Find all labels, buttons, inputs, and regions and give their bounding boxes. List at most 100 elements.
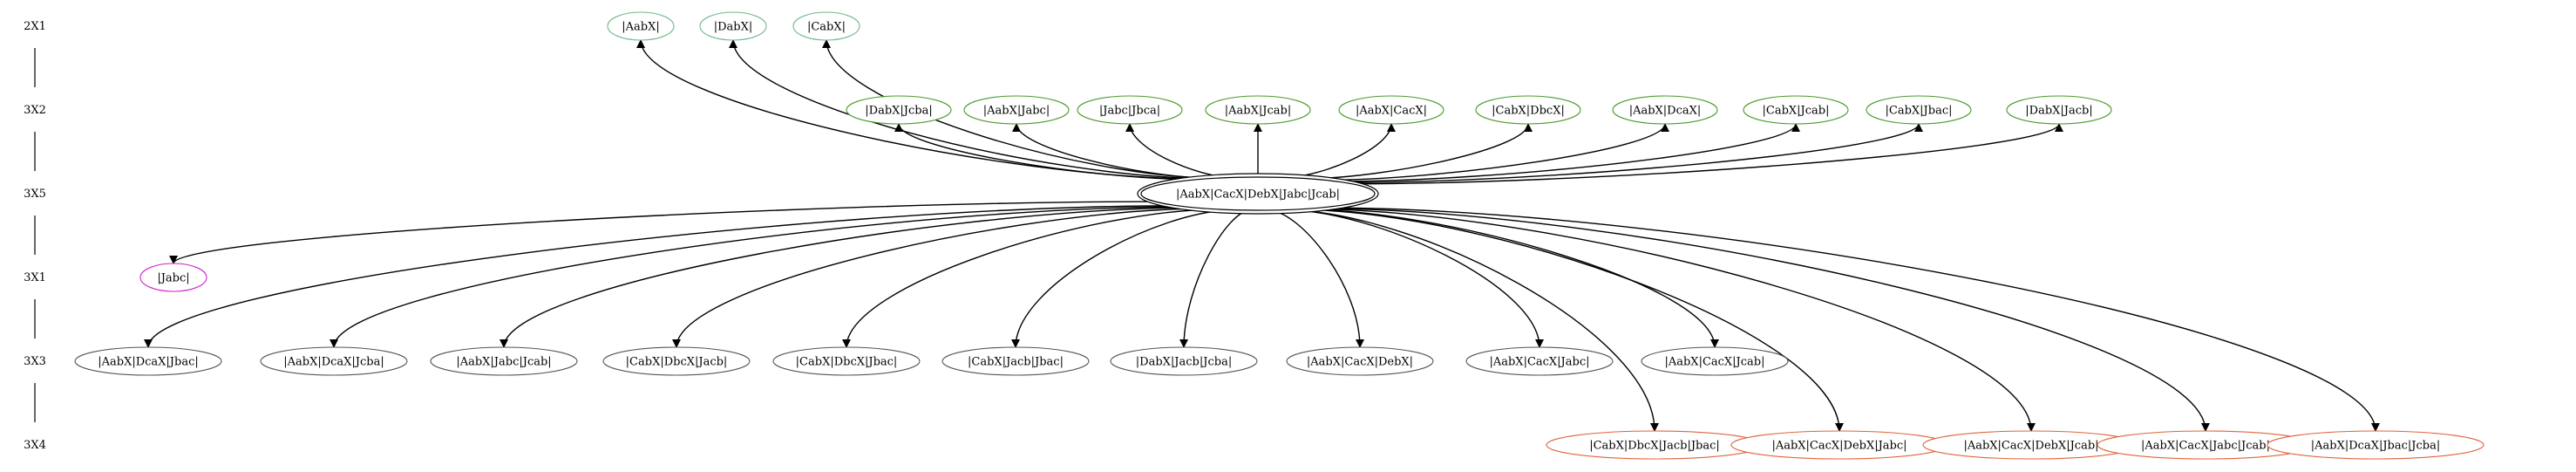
node-label: |DabX|Jcba| <box>865 105 932 118</box>
edge-arrow <box>500 207 1195 348</box>
edge-arrow <box>144 205 1179 348</box>
node-ellipse <box>792 11 860 41</box>
node-label: |DabX|Jacb|Jcba| <box>1136 356 1232 369</box>
node-label: |AabX|Jabc| <box>983 105 1050 118</box>
node-label: |CabX|Jacb|Jbac| <box>968 356 1064 369</box>
center-label: |AabX|CacX|DebX|Jabc|Jcab| <box>1176 188 1340 202</box>
level-label: 3X4 <box>24 439 46 452</box>
node-label: |AabX|DcaX|Jbac| <box>98 356 199 369</box>
node-label: |CabX| <box>807 21 846 34</box>
node-3X4-1: |AabX|CacX|DebX|Jabc| <box>1730 430 1948 460</box>
node-3X4-3: |AabX|CacX|Jabc|Jcab| <box>2097 430 2314 460</box>
node-3X2-1: |AabX|Jabc| <box>963 95 1070 125</box>
level-label: 3X5 <box>24 188 46 201</box>
level-label: 3X3 <box>24 355 46 368</box>
node-3X2-8: |CabX|Jbac| <box>1866 95 1972 125</box>
node-3X2-0: |DabX|Jcba| <box>846 95 952 125</box>
node-3X1-0: |Jabc| <box>139 263 207 292</box>
node-label: |AabX|CacX|Jabc| <box>1489 356 1589 369</box>
node-label: |AabX|Jabc|Jcab| <box>456 356 551 369</box>
edge-arrow <box>1351 123 2063 185</box>
node-3X2-7: |CabX|Jcab| <box>1743 95 1849 125</box>
node-3X3-7: |AabX|CacX|DebX| <box>1286 346 1434 376</box>
node-label: |AabX|DcaX|Jbac|Jcba| <box>2311 440 2440 453</box>
edge-arrow <box>1285 209 1544 348</box>
edge-arrow <box>894 123 1198 181</box>
node-ellipse <box>846 95 952 125</box>
node-ellipse <box>2006 95 2112 125</box>
node-2X1-0: |AabX| <box>607 11 675 41</box>
node-ellipse <box>1338 95 1444 125</box>
node-3X2-6: |AabX|DcaX| <box>1612 95 1718 125</box>
edge-arrow <box>842 209 1220 348</box>
edges <box>144 39 2380 432</box>
edge-arrow <box>1324 123 1669 181</box>
node-3X3-8: |AabX|CacX|Jabc| <box>1465 346 1614 376</box>
node-3X2-5: |CabX|DbcX| <box>1475 95 1581 125</box>
edge-arrow <box>1125 123 1234 179</box>
edge-arrow <box>1283 123 1396 179</box>
node-label: |AabX|Jcab| <box>1225 105 1291 118</box>
level-label: 3X2 <box>24 104 46 117</box>
edge-arrow <box>1313 208 2210 432</box>
node-3X3-1: |AabX|DcaX|Jcba| <box>260 346 408 376</box>
nodes: |AabX| |DabX| |CabX| |DabX|Jcba| |AabX|Jabc|… <box>74 11 2484 460</box>
node-ellipse <box>2267 430 2484 460</box>
edge-arrow <box>1294 209 1844 432</box>
node-ellipse <box>260 346 408 376</box>
node-ellipse <box>607 11 675 41</box>
node-label: |AabX|CacX|DebX| <box>1307 356 1413 369</box>
edge-arrow <box>1320 207 2380 432</box>
node-ellipse <box>74 346 222 376</box>
node-label: |DabX|Jacb| <box>2025 105 2092 118</box>
node-3X2-2: |Jabc|Jbca| <box>1077 95 1183 125</box>
node-3X3-5: |CabX|Jacb|Jbac| <box>941 346 1090 376</box>
node-label: |AabX| <box>622 21 659 34</box>
node-3X3-9: |AabX|CacX|Jcab| <box>1641 346 1789 376</box>
node-label: |CabX|Jbac| <box>1886 105 1953 118</box>
node-3X2-9: |DabX|Jacb| <box>2006 95 2112 125</box>
edge-arrow <box>169 201 1156 264</box>
node-label: |CabX|Jcab| <box>1763 105 1830 118</box>
edge-arrow <box>1344 123 1923 183</box>
node-ellipse <box>1743 95 1849 125</box>
edge-arrow <box>1011 209 1235 348</box>
center-node: |AabX|CacX|DebX|Jabc|Jcab| <box>1137 173 1379 215</box>
node-label: |CabX|DbcX|Jbac| <box>796 356 898 369</box>
edge-arrow <box>330 206 1186 348</box>
node-label: |Jabc| <box>157 272 189 285</box>
node-ellipse <box>963 95 1070 125</box>
node-ellipse <box>1641 346 1789 376</box>
edge-arrow <box>1012 123 1214 180</box>
node-3X4-4: |AabX|DcaX|Jbac|Jcba| <box>2267 430 2484 460</box>
edge-arrow <box>729 39 1211 180</box>
node-label: |DabX| <box>714 21 753 34</box>
node-label: |CabX|DbcX|Jacb|Jbac| <box>1589 440 1720 453</box>
node-label: |CabX|DbcX|Jacb| <box>626 356 728 369</box>
node-ellipse <box>1866 95 1972 125</box>
edge-arrow <box>1283 209 1659 432</box>
node-label: |AabX|CacX|DebX|Jabc| <box>1771 440 1907 453</box>
node-ellipse <box>1475 95 1581 125</box>
node-3X2-3: |AabX|Jcab| <box>1205 95 1311 125</box>
edge-arrow <box>1304 208 2036 432</box>
node-label: |AabX|DcaX|Jcba| <box>283 356 384 369</box>
node-3X3-3: |CabX|DbcX|Jacb| <box>602 346 751 376</box>
node-ellipse <box>1612 95 1718 125</box>
node-2X1-1: |DabX| <box>699 11 767 41</box>
node-label: |Jabc|Jbca| <box>1099 105 1160 118</box>
node-ellipse <box>430 346 578 376</box>
edge-arrow <box>1179 209 1251 348</box>
edge-arrow <box>1268 209 1364 348</box>
node-label: |AabX|CacX| <box>1356 105 1427 118</box>
level-axis: 2X1 3X2 3X5 3X1 3X3 3X4 <box>24 20 46 452</box>
node-label: |AabX|DcaX| <box>1629 105 1702 118</box>
node-label: |CabX|DbcX| <box>1492 105 1565 118</box>
node-ellipse <box>1205 95 1311 125</box>
node-label: |AabX|CacX|Jabc|Jcab| <box>2141 440 2270 453</box>
edge-arrow <box>1336 123 1800 182</box>
node-3X4-0: |CabX|DbcX|Jacb|Jbac| <box>1546 430 1764 460</box>
node-ellipse <box>699 11 767 41</box>
node-3X3-4: |CabX|DbcX|Jbac| <box>772 346 921 376</box>
